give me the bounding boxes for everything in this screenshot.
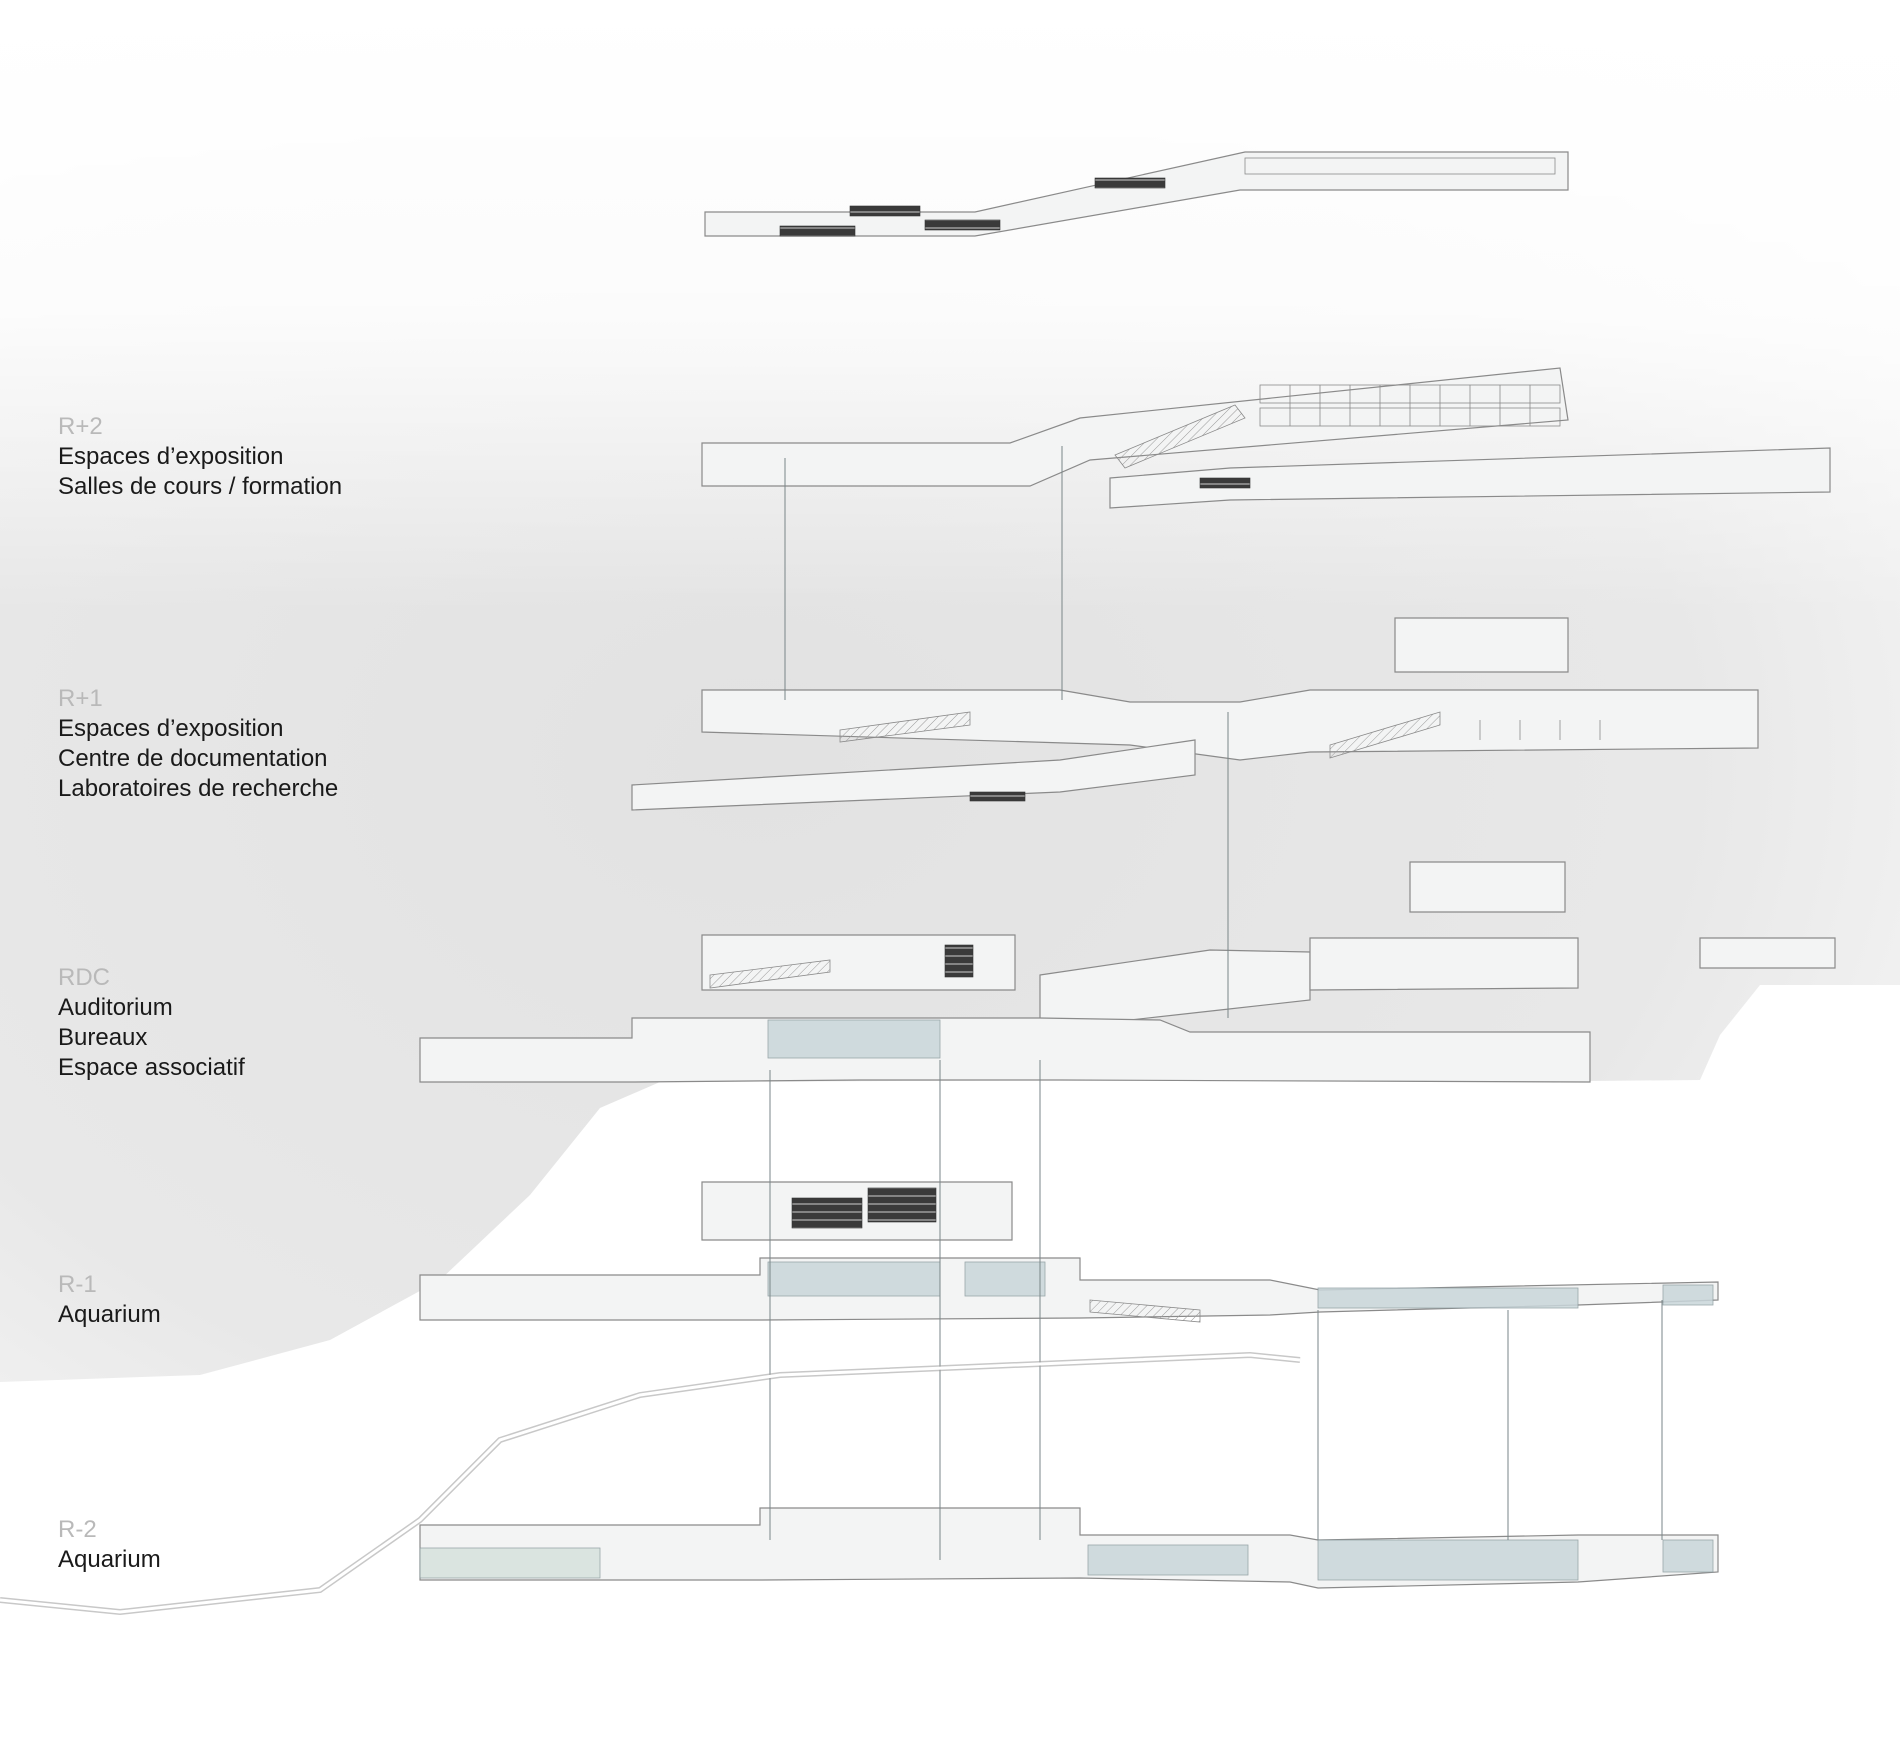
- level-program-item: Auditorium: [58, 994, 173, 1021]
- seats-auditorium-a: [791, 1197, 863, 1229]
- level-program-item: Aquarium: [58, 1546, 161, 1573]
- water-r2-a: [1087, 1544, 1249, 1576]
- seats-r2-d: [1094, 177, 1166, 189]
- level-program-item: Salles de cours / formation: [58, 473, 343, 500]
- water-rdc: [767, 1019, 941, 1059]
- r2-slab-east: [1109, 447, 1831, 509]
- level-label-r2minus: R-2 Aquarium: [58, 1515, 161, 1575]
- level-code: R+2: [58, 413, 103, 440]
- water-r1-b: [964, 1261, 1046, 1297]
- seats-r2-e: [1199, 477, 1251, 489]
- level-program-item: Bureaux: [58, 1024, 148, 1051]
- r1-slab-lower: [631, 739, 1196, 811]
- level-code: R-2: [58, 1516, 97, 1543]
- water-r2-d: [419, 1547, 601, 1579]
- r1-slab-west: [701, 689, 1759, 761]
- stair-r2: [1114, 404, 1246, 469]
- seats-r2-a: [779, 225, 856, 237]
- seats-r2-b: [849, 205, 921, 217]
- level-code: R-1: [58, 1271, 97, 1298]
- water-r1-a: [767, 1261, 941, 1297]
- level-label-r2: R+2 Espaces d’exposition Salles de cours…: [58, 412, 342, 502]
- rdc-far-east-block: [1699, 937, 1836, 969]
- level-label-rdc: RDC Auditorium Bureaux Espace associatif: [58, 963, 245, 1083]
- r2-slab-west: [701, 367, 1569, 487]
- level-code: RDC: [58, 964, 110, 991]
- level-program-item: Espaces d’exposition: [58, 443, 284, 470]
- water-r2-c: [1662, 1539, 1714, 1573]
- seats-r1: [969, 791, 1026, 802]
- level-program-item: Aquarium: [58, 1301, 161, 1328]
- water-r1-d: [1662, 1284, 1714, 1306]
- level-program-item: Centre de documentation: [58, 745, 328, 772]
- level-label-r1minus: R-1 Aquarium: [58, 1270, 161, 1330]
- level-program-item: Espaces d’exposition: [58, 715, 284, 742]
- seats-r2-c: [924, 219, 1001, 231]
- r1-upper-block: [1394, 617, 1569, 673]
- rdc-upper-block: [1409, 861, 1566, 913]
- level-code: R+1: [58, 685, 103, 712]
- rdc-slab: [419, 1017, 1591, 1083]
- seats-auditorium-b: [867, 1187, 937, 1223]
- stair-r1minus: [1089, 1299, 1201, 1323]
- stair-r1: [839, 711, 971, 743]
- level-program-item: Espace associatif: [58, 1054, 245, 1081]
- level-label-r1: R+1 Espaces d’exposition Centre de docum…: [58, 684, 338, 804]
- stair-r1-east: [1329, 711, 1441, 759]
- stair-rdc: [709, 959, 831, 989]
- seats-rdc: [944, 944, 974, 978]
- water-r2-b: [1317, 1539, 1579, 1581]
- level-program-item: Laboratoires de recherche: [58, 775, 339, 802]
- water-r1-c: [1317, 1287, 1579, 1309]
- rdc-east-block: [1309, 937, 1579, 991]
